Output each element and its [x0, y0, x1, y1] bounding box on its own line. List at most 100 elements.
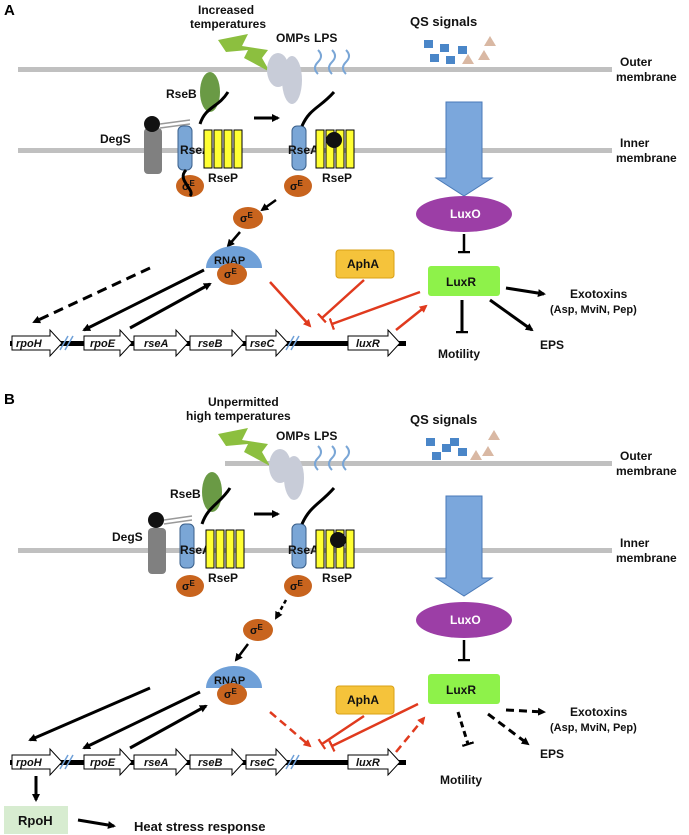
sigma-label: σE: [182, 579, 196, 593]
qs-molecules-icon: [424, 36, 496, 64]
degs-label: DegS: [100, 132, 131, 146]
inner-membrane-label-1: Inner: [620, 136, 650, 150]
lps-icon: [328, 445, 336, 471]
stimulus-label-2: high temperatures: [186, 409, 291, 423]
rsea-protein: [291, 523, 307, 569]
sigma-label: σE: [182, 179, 196, 193]
rsea-protein: [179, 523, 195, 569]
panel-b-letter: B: [4, 391, 15, 408]
rsep-protein: [205, 529, 245, 569]
rsep-protein: [203, 129, 243, 169]
rnap-sigma-e: [217, 683, 247, 705]
apha-label: AphA: [347, 693, 379, 707]
break-icon: [59, 335, 74, 351]
outer-membrane-label-1: Outer: [620, 55, 652, 69]
luxr-label: LuxR: [446, 683, 476, 697]
gene-rpoe: rpoE: [83, 747, 133, 777]
svg-text:rpoH: rpoH: [16, 757, 43, 769]
lps-label: LPS: [314, 31, 337, 45]
rpoh-protein-label: RpoH: [18, 813, 53, 828]
svg-text:rseB: rseB: [198, 338, 223, 350]
svg-text:rpoE: rpoE: [90, 338, 116, 350]
gene-rpoe: rpoE: [83, 328, 133, 358]
omp-icon: [282, 56, 302, 104]
heat-stress-arrow: [77, 818, 116, 829]
rseb-label: RseB: [170, 487, 201, 501]
gene-rsea: rseA: [133, 747, 189, 777]
luxr-expression-arrow: [395, 304, 428, 331]
svg-text:rpoE: rpoE: [90, 757, 116, 769]
stimulus-label-2: temperatures: [190, 17, 266, 31]
eps-label: EPS: [540, 747, 564, 761]
gene-rsec: rseC: [245, 328, 289, 358]
luxo-label: LuxO: [450, 613, 481, 627]
lps-icon: [342, 49, 350, 75]
outer-membrane-label-1: Outer: [620, 449, 652, 463]
luxr-box: [428, 674, 500, 704]
exotoxins-label-1: Exotoxins: [570, 705, 628, 719]
cleaved-fragment-icon: [330, 532, 346, 548]
lps-icon: [314, 49, 322, 75]
inner-membrane-line: [18, 548, 612, 553]
lps-label: LPS: [314, 429, 337, 443]
degs-protein: [144, 128, 162, 174]
rsep-label-2: RseP: [322, 571, 352, 585]
panel-a: A Outer membrane Inner membrane Increase…: [4, 2, 677, 361]
eps-label: EPS: [540, 338, 564, 352]
exotoxins-label-1: Exotoxins: [570, 287, 628, 301]
rsea-tail: [198, 91, 230, 125]
svg-text:luxR: luxR: [356, 338, 380, 350]
motility-label: Motility: [440, 773, 482, 787]
rpoh-transcription-dashed: [32, 266, 151, 324]
break-icon: [285, 335, 300, 351]
rsea-protein: [291, 125, 307, 171]
inner-membrane-label-2: membrane: [616, 551, 677, 565]
omp-icon: [284, 456, 304, 500]
apha-repression: [322, 714, 365, 744]
rsea-label: RseA: [180, 143, 211, 157]
luxr-label: LuxR: [446, 275, 476, 289]
luxr-box: [428, 266, 500, 296]
sigma-e-protein: [284, 175, 312, 197]
eps-arrow: [489, 298, 534, 332]
sigma-e-protein: [284, 575, 312, 597]
qs-signal-arrow: [434, 495, 494, 597]
svg-text:rseC: rseC: [250, 338, 276, 350]
motility-inhibition: [456, 711, 468, 744]
gene-luxr: luxR: [347, 328, 401, 358]
svg-text:rseA: rseA: [144, 757, 169, 769]
qs-signals-label: QS signals: [410, 14, 477, 29]
rsea-tail: [200, 487, 232, 525]
rsea-tail: [181, 168, 193, 198]
lightning-icon: [218, 428, 270, 466]
rpoe-feedback-arrow: [129, 704, 208, 750]
degs-pdz-icon: [144, 116, 160, 132]
panel-a-letter: A: [4, 2, 15, 19]
sigma-to-luxr-arrow: [269, 711, 312, 748]
sigma-to-luxr-arrow: [269, 281, 312, 328]
free-sigma-e: [233, 207, 263, 229]
omps-label: OMPs: [276, 429, 310, 443]
exotoxin-arrow: [505, 707, 546, 716]
gene-rsea: rseA: [133, 328, 189, 358]
outer-membrane-line: [225, 461, 612, 466]
apha-box: [335, 249, 395, 279]
rsea-tail: [300, 91, 336, 127]
rpoh-transcription-arrow: [28, 686, 151, 742]
exotoxin-arrow: [505, 286, 546, 298]
sigma-label: σE: [250, 623, 264, 637]
inner-membrane-line: [18, 148, 612, 153]
degs-protein: [148, 528, 166, 574]
degs-pdz-icon: [148, 512, 164, 528]
qs-molecules-icon: [426, 430, 500, 460]
release-arrow: [274, 599, 288, 620]
sigma-label: σE: [290, 579, 304, 593]
omps-label: OMPs: [276, 31, 310, 45]
outer-membrane-label-2: membrane: [616, 70, 677, 84]
apha-label: AphA: [347, 257, 379, 271]
release-arrow: [260, 198, 277, 212]
rsea-label-2: RseA: [288, 543, 319, 557]
rpoe-transcription-arrow: [82, 690, 201, 750]
gene-rseb: rseB: [189, 328, 245, 358]
